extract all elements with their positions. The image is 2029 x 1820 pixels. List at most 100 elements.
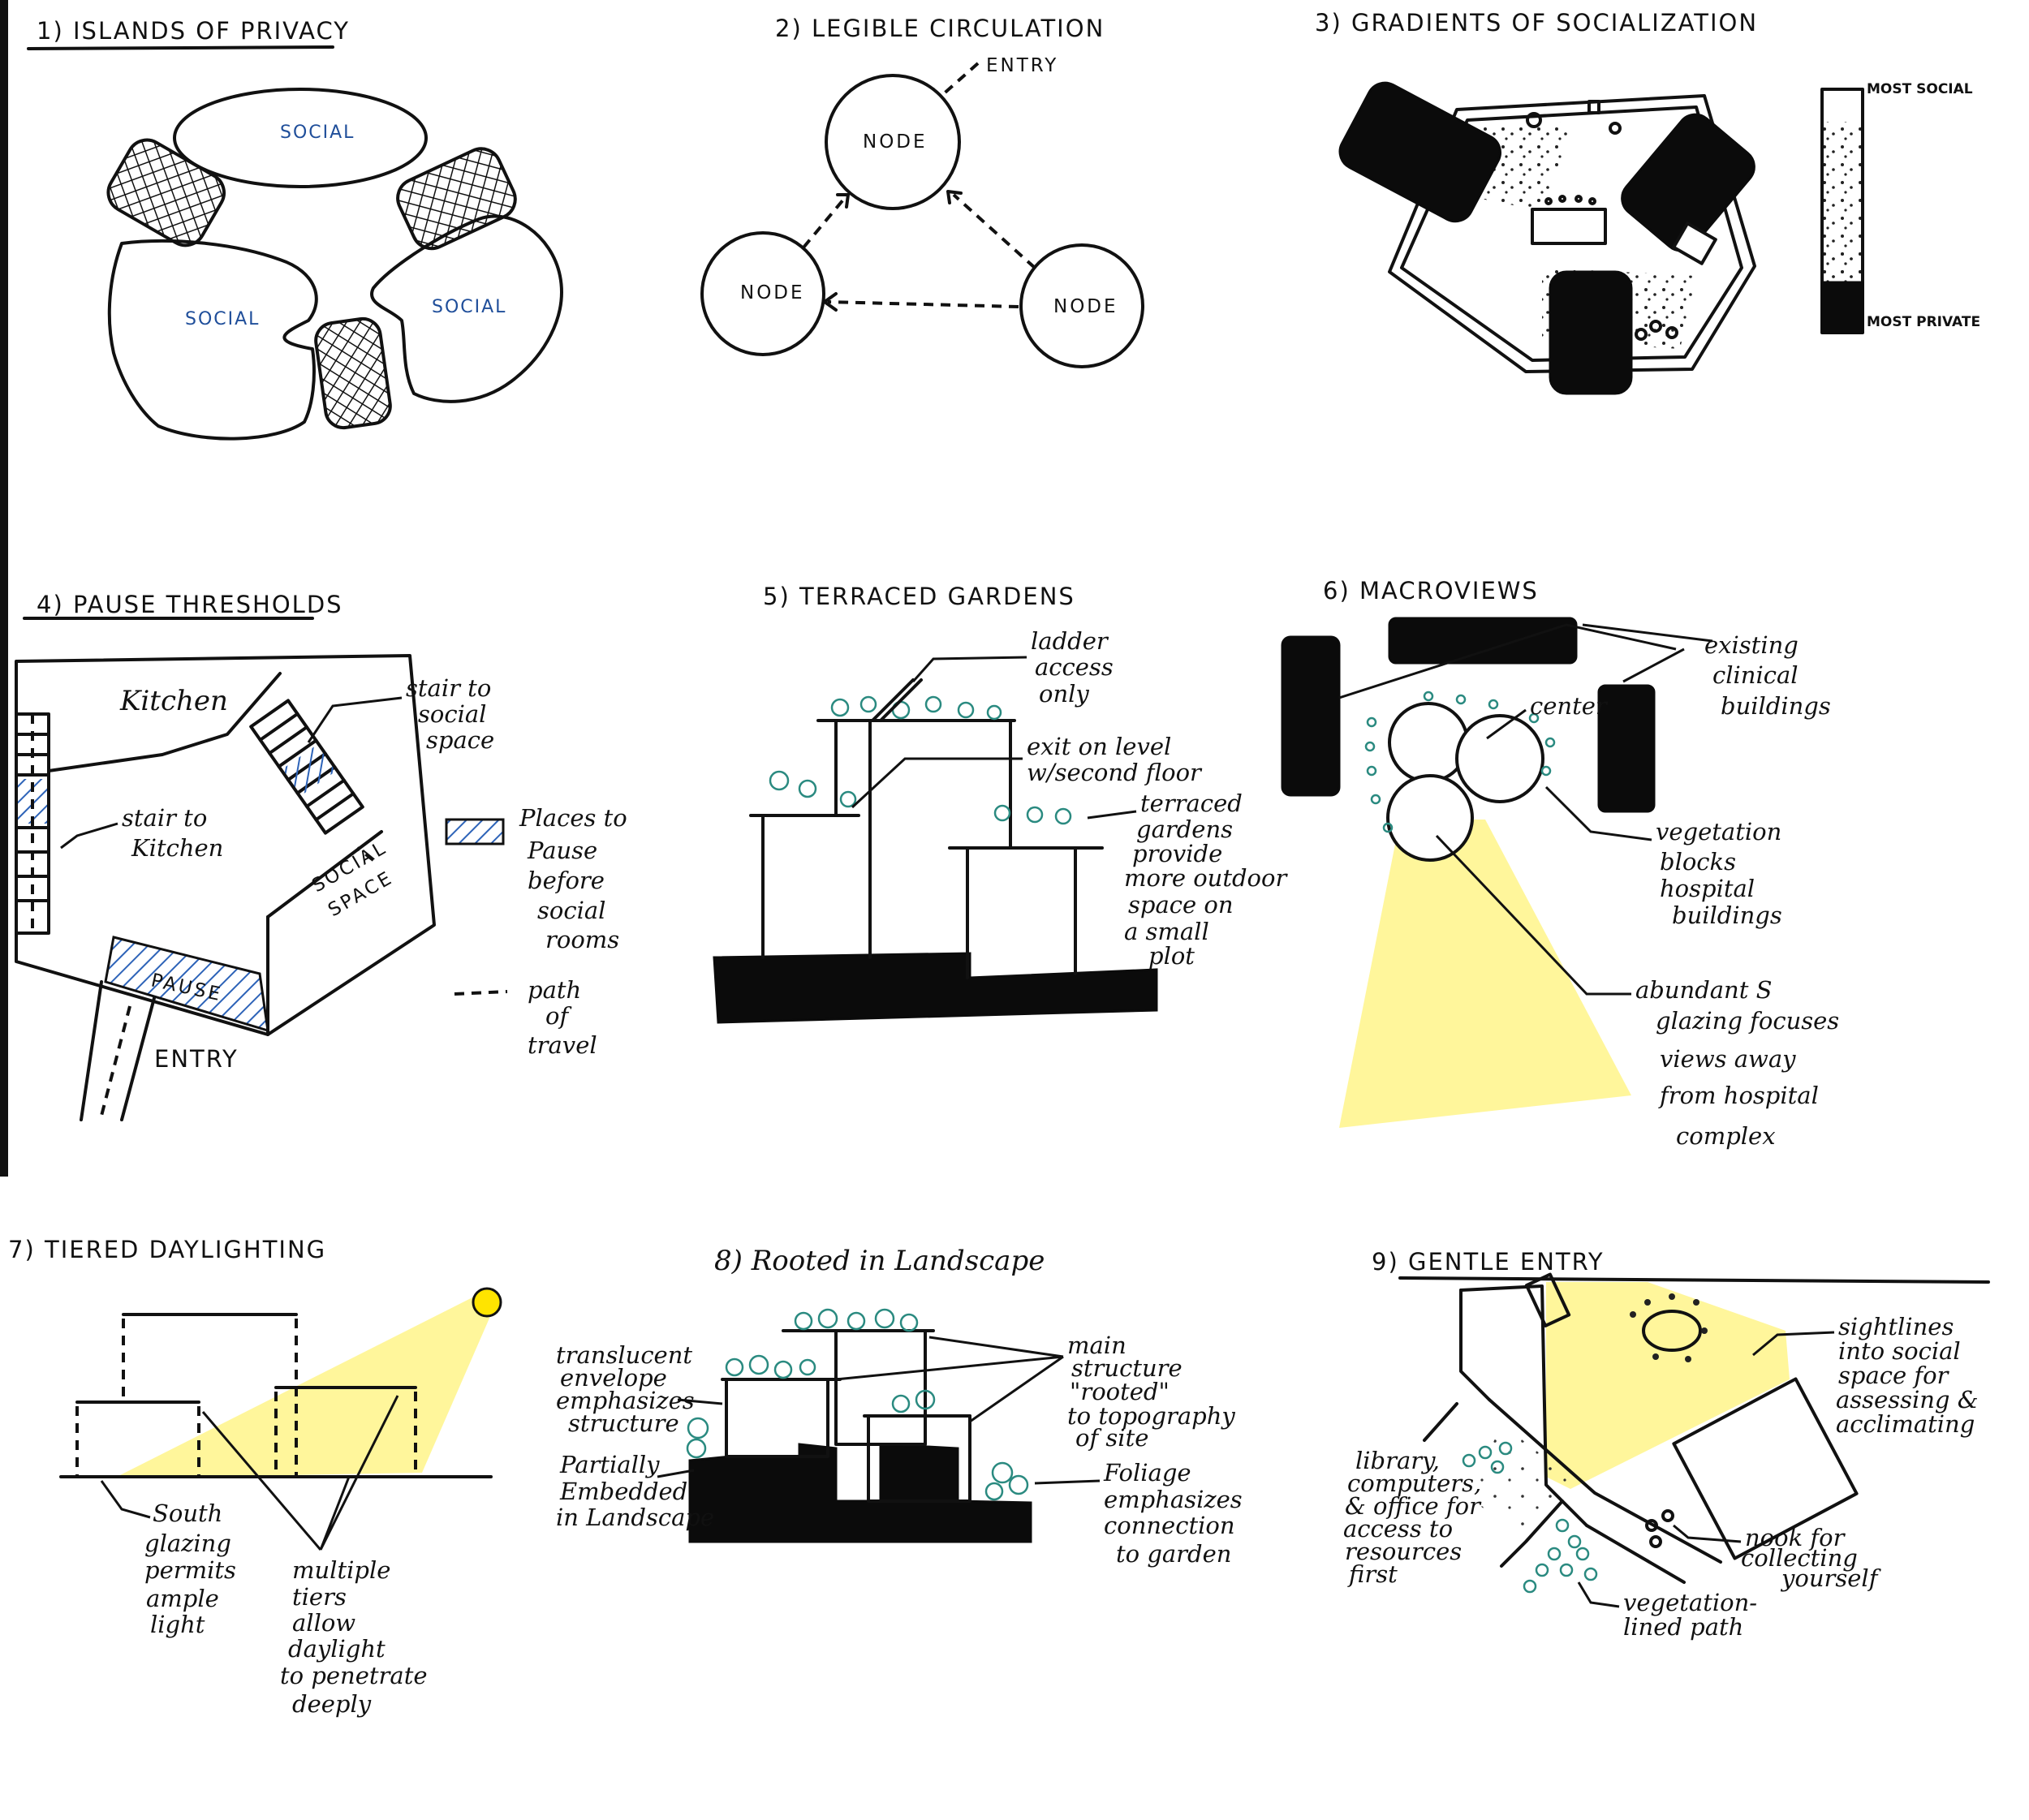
stair-social-label: stair to <box>406 674 491 702</box>
vegetation-path-label: vegetation- <box>1623 1589 1757 1616</box>
ground-mass <box>713 952 1158 1024</box>
vegetation-cluster <box>769 695 1072 825</box>
private-block <box>1549 270 1633 395</box>
clinical-building <box>1388 617 1578 665</box>
library-label: & office for <box>1345 1492 1482 1520</box>
panel-gradients-of-socialization: 3) GRADIENTS OF SOCIALIZATION MOST SOCIA… <box>1315 9 1980 395</box>
sightlines-label: acclimating <box>1836 1410 1975 1438</box>
vegetation-label: blocks <box>1660 848 1736 876</box>
terraced-label: more outdoor <box>1124 864 1288 892</box>
tiers-label: to penetrate <box>280 1662 428 1689</box>
embedded-label: in Landscape <box>556 1504 714 1531</box>
panel-title: 5) TERRACED GARDENS <box>763 583 1075 610</box>
library-label: resources <box>1345 1538 1462 1565</box>
social-label: SOCIAL <box>432 297 506 317</box>
glazing-label: glazing focuses <box>1656 1007 1839 1035</box>
node-label: NODE <box>1053 296 1118 317</box>
nook-label: nook for <box>1745 1524 1846 1551</box>
stair-social-label: space <box>426 726 494 754</box>
stair-kitchen-label: stair to <box>122 804 207 832</box>
embedded-label: Partially <box>559 1451 660 1478</box>
legend-pause-label: social <box>537 897 605 924</box>
ladder-label: only <box>1039 680 1089 708</box>
panel-tiered-daylighting: 7) TIERED DAYLIGHTING South glazing perm… <box>8 1236 502 1718</box>
entry-label: ENTRY <box>154 1045 239 1073</box>
private-island <box>314 316 392 430</box>
foliage-label: emphasizes <box>1104 1486 1243 1513</box>
library-label: library, <box>1355 1447 1440 1474</box>
library-label: access to <box>1343 1515 1453 1542</box>
stair-kitchen-label: Kitchen <box>131 834 223 862</box>
foliage-label: connection <box>1104 1512 1235 1539</box>
library-label: first <box>1347 1560 1398 1588</box>
main-structure-label: structure <box>1071 1354 1183 1382</box>
panel-title: 4) PAUSE THRESHOLDS <box>37 591 343 618</box>
stair-social-label: social <box>418 700 486 728</box>
glazing-label: abundant S <box>1635 976 1772 1004</box>
clinical-building <box>1281 635 1341 797</box>
main-structure-label: of site <box>1075 1424 1148 1452</box>
node-label: NODE <box>863 131 928 153</box>
foliage-cluster <box>686 1308 1029 1501</box>
glazing-label: views away <box>1660 1045 1796 1073</box>
south-label: glazing <box>144 1530 231 1557</box>
center-label: center <box>1530 692 1609 720</box>
panel-title: 8) Rooted in Landscape <box>714 1245 1045 1277</box>
panel-title: 6) MACROVIEWS <box>1323 577 1539 605</box>
legend-pause-swatch <box>445 818 505 845</box>
panel-title: 2) LEGIBLE CIRCULATION <box>775 15 1105 42</box>
terraced-label: gardens <box>1136 815 1233 843</box>
embedded-label: Embedded <box>559 1478 687 1505</box>
exit-label: w/second floor <box>1027 759 1203 786</box>
exit-label: exit on level <box>1027 733 1171 760</box>
nook-label: yourself <box>1780 1564 1882 1592</box>
kitchen-label: Kitchen <box>119 685 228 717</box>
social-label: SOCIAL <box>185 309 260 329</box>
panel-legible-circulation: 2) LEGIBLE CIRCULATION ENTRY NODE NODE N… <box>700 15 1144 368</box>
glazing-label: from hospital <box>1658 1082 1819 1109</box>
clinical-building <box>1597 684 1656 813</box>
view-cone <box>1339 820 1631 1128</box>
sightlines-label: into social <box>1838 1337 1961 1365</box>
south-label: South <box>153 1499 222 1527</box>
panel-rooted-in-landscape: 8) Rooted in Landscape translucent envel… <box>556 1245 1243 1568</box>
scale-top-label: MOST SOCIAL <box>1867 81 1973 97</box>
tiers-label: multiple <box>292 1556 390 1584</box>
translucent-label: emphasizes <box>556 1387 695 1414</box>
node-label: NODE <box>740 282 805 303</box>
vegetation-label: buildings <box>1672 901 1782 929</box>
node-circle <box>700 231 825 356</box>
panel-title: 7) TIERED DAYLIGHTING <box>8 1236 326 1263</box>
existing-label: existing <box>1704 631 1799 659</box>
panel-islands-of-privacy: 1) ISLANDS OF PRIVACY SOCIAL SOCIAL SOCI… <box>27 17 563 441</box>
main-structure-label: to topography <box>1067 1402 1235 1430</box>
stair-to-social <box>249 699 364 835</box>
panel-terraced-gardens: 5) TERRACED GARDENS ladder access only e… <box>713 583 1288 1024</box>
legend-path-label: path <box>528 976 581 1004</box>
vegetation-ring <box>1364 691 1556 833</box>
margin-strip <box>0 0 8 1177</box>
main-structure-label: "rooted" <box>1070 1378 1170 1405</box>
panel-title: 9) GENTLE ENTRY <box>1372 1248 1605 1276</box>
node-circle <box>1019 243 1144 368</box>
terraced-label: a small <box>1124 918 1209 945</box>
pause-zone <box>104 936 269 1033</box>
panel-gentle-entry: 9) GENTLE ENTRY sightlines into social s… <box>1343 1248 1990 1641</box>
sightline-cone <box>1546 1282 1790 1489</box>
legend-pause-label: Places to <box>519 804 627 832</box>
vegetation-path-label: lined path <box>1623 1613 1743 1641</box>
translucent-label: translucent <box>556 1341 692 1369</box>
existing-label: clinical <box>1712 661 1799 689</box>
ladder-label: ladder <box>1031 627 1109 655</box>
terraced-label: provide <box>1132 840 1222 867</box>
node-circle <box>825 74 961 210</box>
private-block <box>1338 81 1501 223</box>
foliage-label: Foliage <box>1103 1459 1191 1487</box>
private-block <box>1621 113 1755 252</box>
glazing-label: complex <box>1676 1122 1776 1150</box>
south-label: ample <box>146 1585 219 1612</box>
south-label: permits <box>144 1556 236 1584</box>
legend-pause-label: before <box>528 867 605 894</box>
panel-title: 1) ISLANDS OF PRIVACY <box>37 17 350 45</box>
